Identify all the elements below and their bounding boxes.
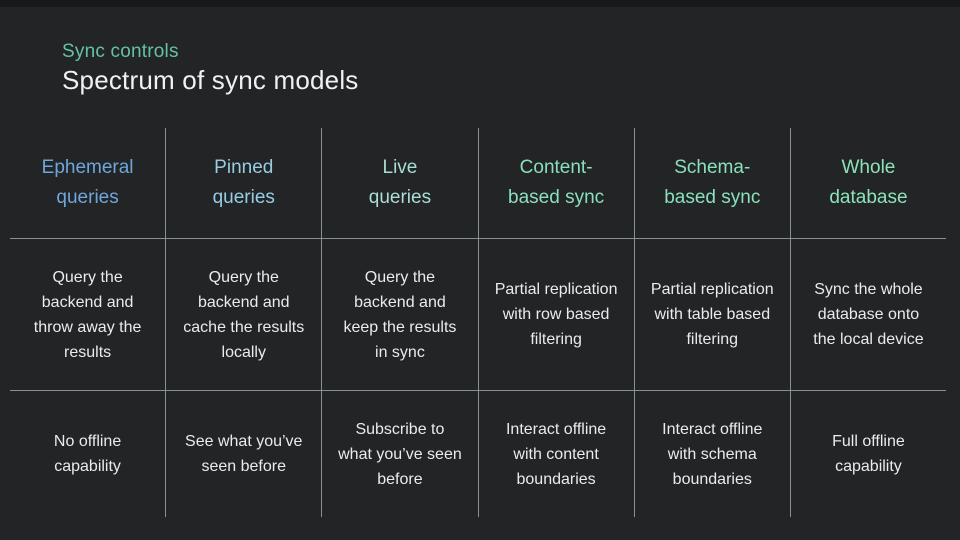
column-schema-based-sync: Schema- based sync Partial replication w… bbox=[634, 128, 791, 517]
column-description-pinned-queries: Query the backend and cache the results … bbox=[166, 239, 322, 391]
column-pinned-queries: Pinned queries Query the backend and cac… bbox=[166, 128, 323, 517]
column-description-whole-database: Sync the whole database onto the local d… bbox=[790, 239, 947, 391]
column-header-ephemeral-queries: Ephemeral queries bbox=[10, 128, 166, 239]
column-description-schema-based-sync: Partial replication with table based fil… bbox=[634, 239, 790, 391]
column-offline-schema-based-sync: Interact offline with schema boundaries bbox=[662, 420, 763, 488]
column-description-ephemeral-queries: Query the backend and throw away the res… bbox=[10, 239, 166, 391]
column-header-live-queries: Live queries bbox=[322, 128, 478, 239]
column-header-schema-based-sync: Schema- based sync bbox=[634, 128, 790, 239]
column-offline-content-based-sync: Interact offline with content boundaries bbox=[505, 420, 607, 488]
letterbox-top bbox=[0, 0, 960, 7]
column-header-content-based-sync: Content- based sync bbox=[478, 128, 634, 239]
column-offline-pinned-queries: See what you’ve seen before bbox=[185, 433, 303, 475]
column-description-live-queries: Query the backend and keep the results i… bbox=[322, 239, 478, 391]
column-content-based-sync: Content- based sync Partial replication … bbox=[478, 128, 635, 517]
column-live-queries: Live queries Query the backend and keep … bbox=[322, 128, 479, 517]
sync-models-table: Ephemeral queries Query the backend and … bbox=[10, 128, 947, 517]
column-header-whole-database: Whole database bbox=[790, 128, 947, 239]
column-offline-ephemeral-queries: No offline capability bbox=[53, 433, 122, 475]
column-offline-live-queries: Subscribe to what you’ve seen before bbox=[338, 420, 462, 488]
column-whole-database: Whole database Sync the whole database o… bbox=[790, 128, 947, 517]
column-ephemeral-queries: Ephemeral queries Query the backend and … bbox=[10, 128, 167, 517]
page-title: Spectrum of sync models bbox=[62, 65, 359, 95]
title-block: Sync controls Spectrum of sync models bbox=[62, 40, 359, 96]
section-eyebrow: Sync controls bbox=[62, 41, 179, 62]
column-description-content-based-sync: Partial replication with row based filte… bbox=[478, 239, 634, 391]
column-offline-whole-database: Full offline capability bbox=[832, 433, 905, 475]
column-header-pinned-queries: Pinned queries bbox=[166, 128, 322, 239]
